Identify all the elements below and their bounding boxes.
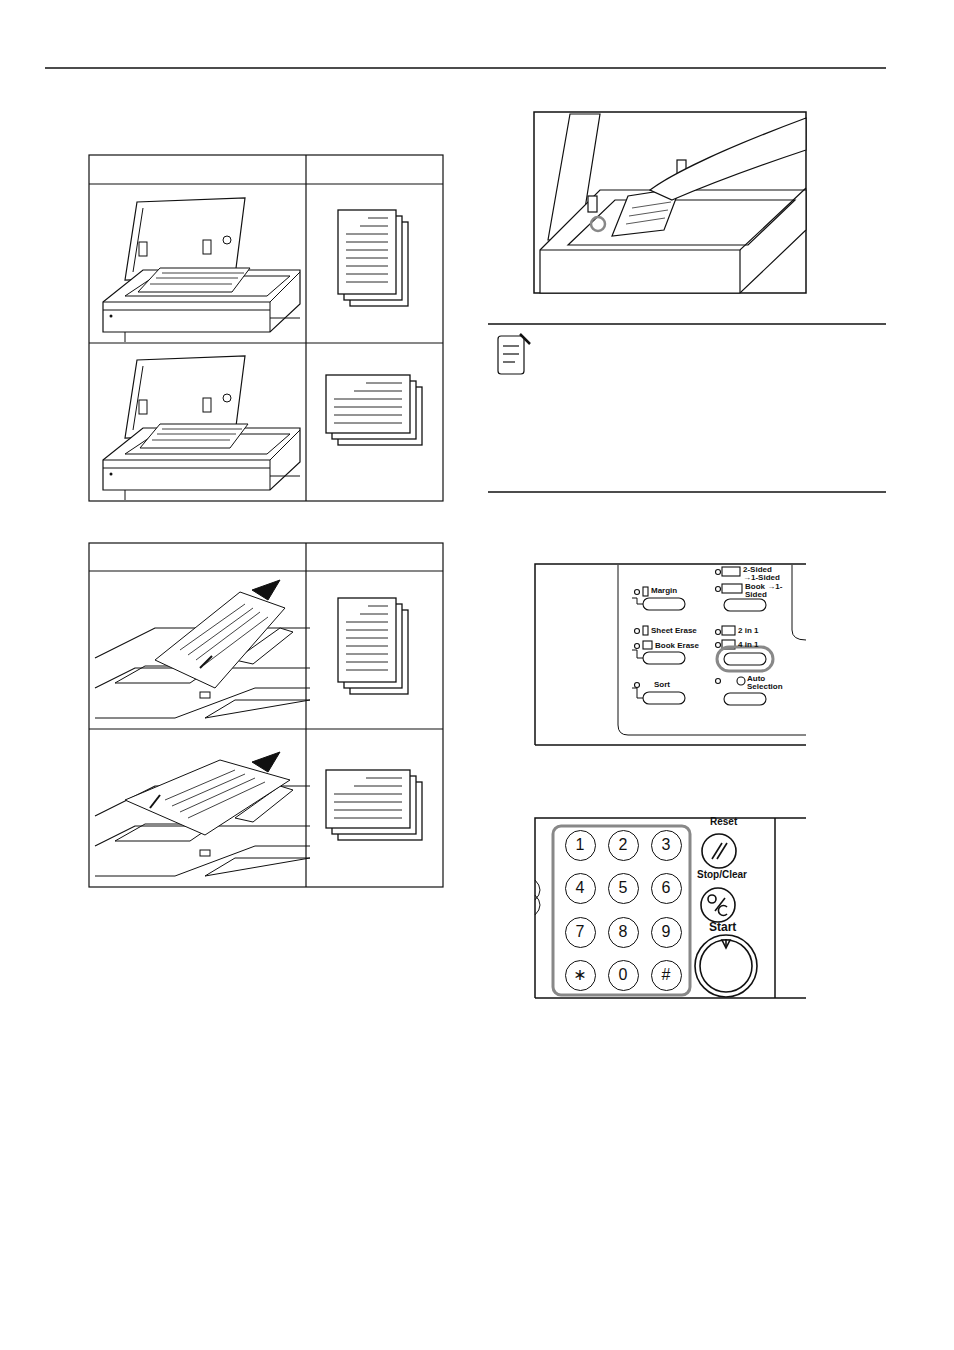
keypad-key: 6 (651, 873, 682, 904)
key-digit: 4 (576, 880, 585, 896)
key-digit: 0 (619, 967, 628, 983)
keypad-key: # (651, 960, 682, 991)
key-digit: 8 (619, 924, 628, 940)
button-label: 2-Sided →1-Sided (743, 566, 787, 582)
button-label: 4 in 1 (738, 641, 758, 649)
keypad-key: 2 (608, 830, 639, 861)
key-label: Reset (710, 817, 737, 827)
keypad-key: 7 (565, 917, 596, 948)
keypad-key: 3 (651, 830, 682, 861)
key-digit: # (662, 967, 671, 983)
keypad-key: 1 (565, 830, 596, 861)
key-digit: 1 (576, 837, 585, 853)
keypad-key: ∗ (565, 960, 596, 991)
button-label: Auto Selection (747, 675, 791, 691)
keypad-key: 5 (608, 873, 639, 904)
button-label: 2 in 1 (738, 627, 758, 635)
key-digit: 7 (576, 924, 585, 940)
keypad-key: 8 (608, 917, 639, 948)
key-digit: 6 (662, 880, 671, 896)
key-digit: 5 (619, 880, 628, 896)
button-label: Sort (654, 681, 670, 689)
button-label: Book Erase (655, 642, 699, 650)
keypad-key: 9 (651, 917, 682, 948)
keypad-key: 4 (565, 873, 596, 904)
key-digit: 3 (662, 837, 671, 853)
key-digit: 9 (662, 924, 671, 940)
key-digit: ∗ (573, 967, 586, 983)
key-label: Stop/Clear (697, 870, 747, 880)
keypad-key: 0 (608, 960, 639, 991)
key-label: Start (709, 921, 736, 933)
button-label: Margin (651, 587, 677, 595)
button-label: Book →1-Sided (745, 583, 789, 599)
button-label: Sheet Erase (651, 627, 697, 635)
key-digit: 2 (619, 837, 628, 853)
